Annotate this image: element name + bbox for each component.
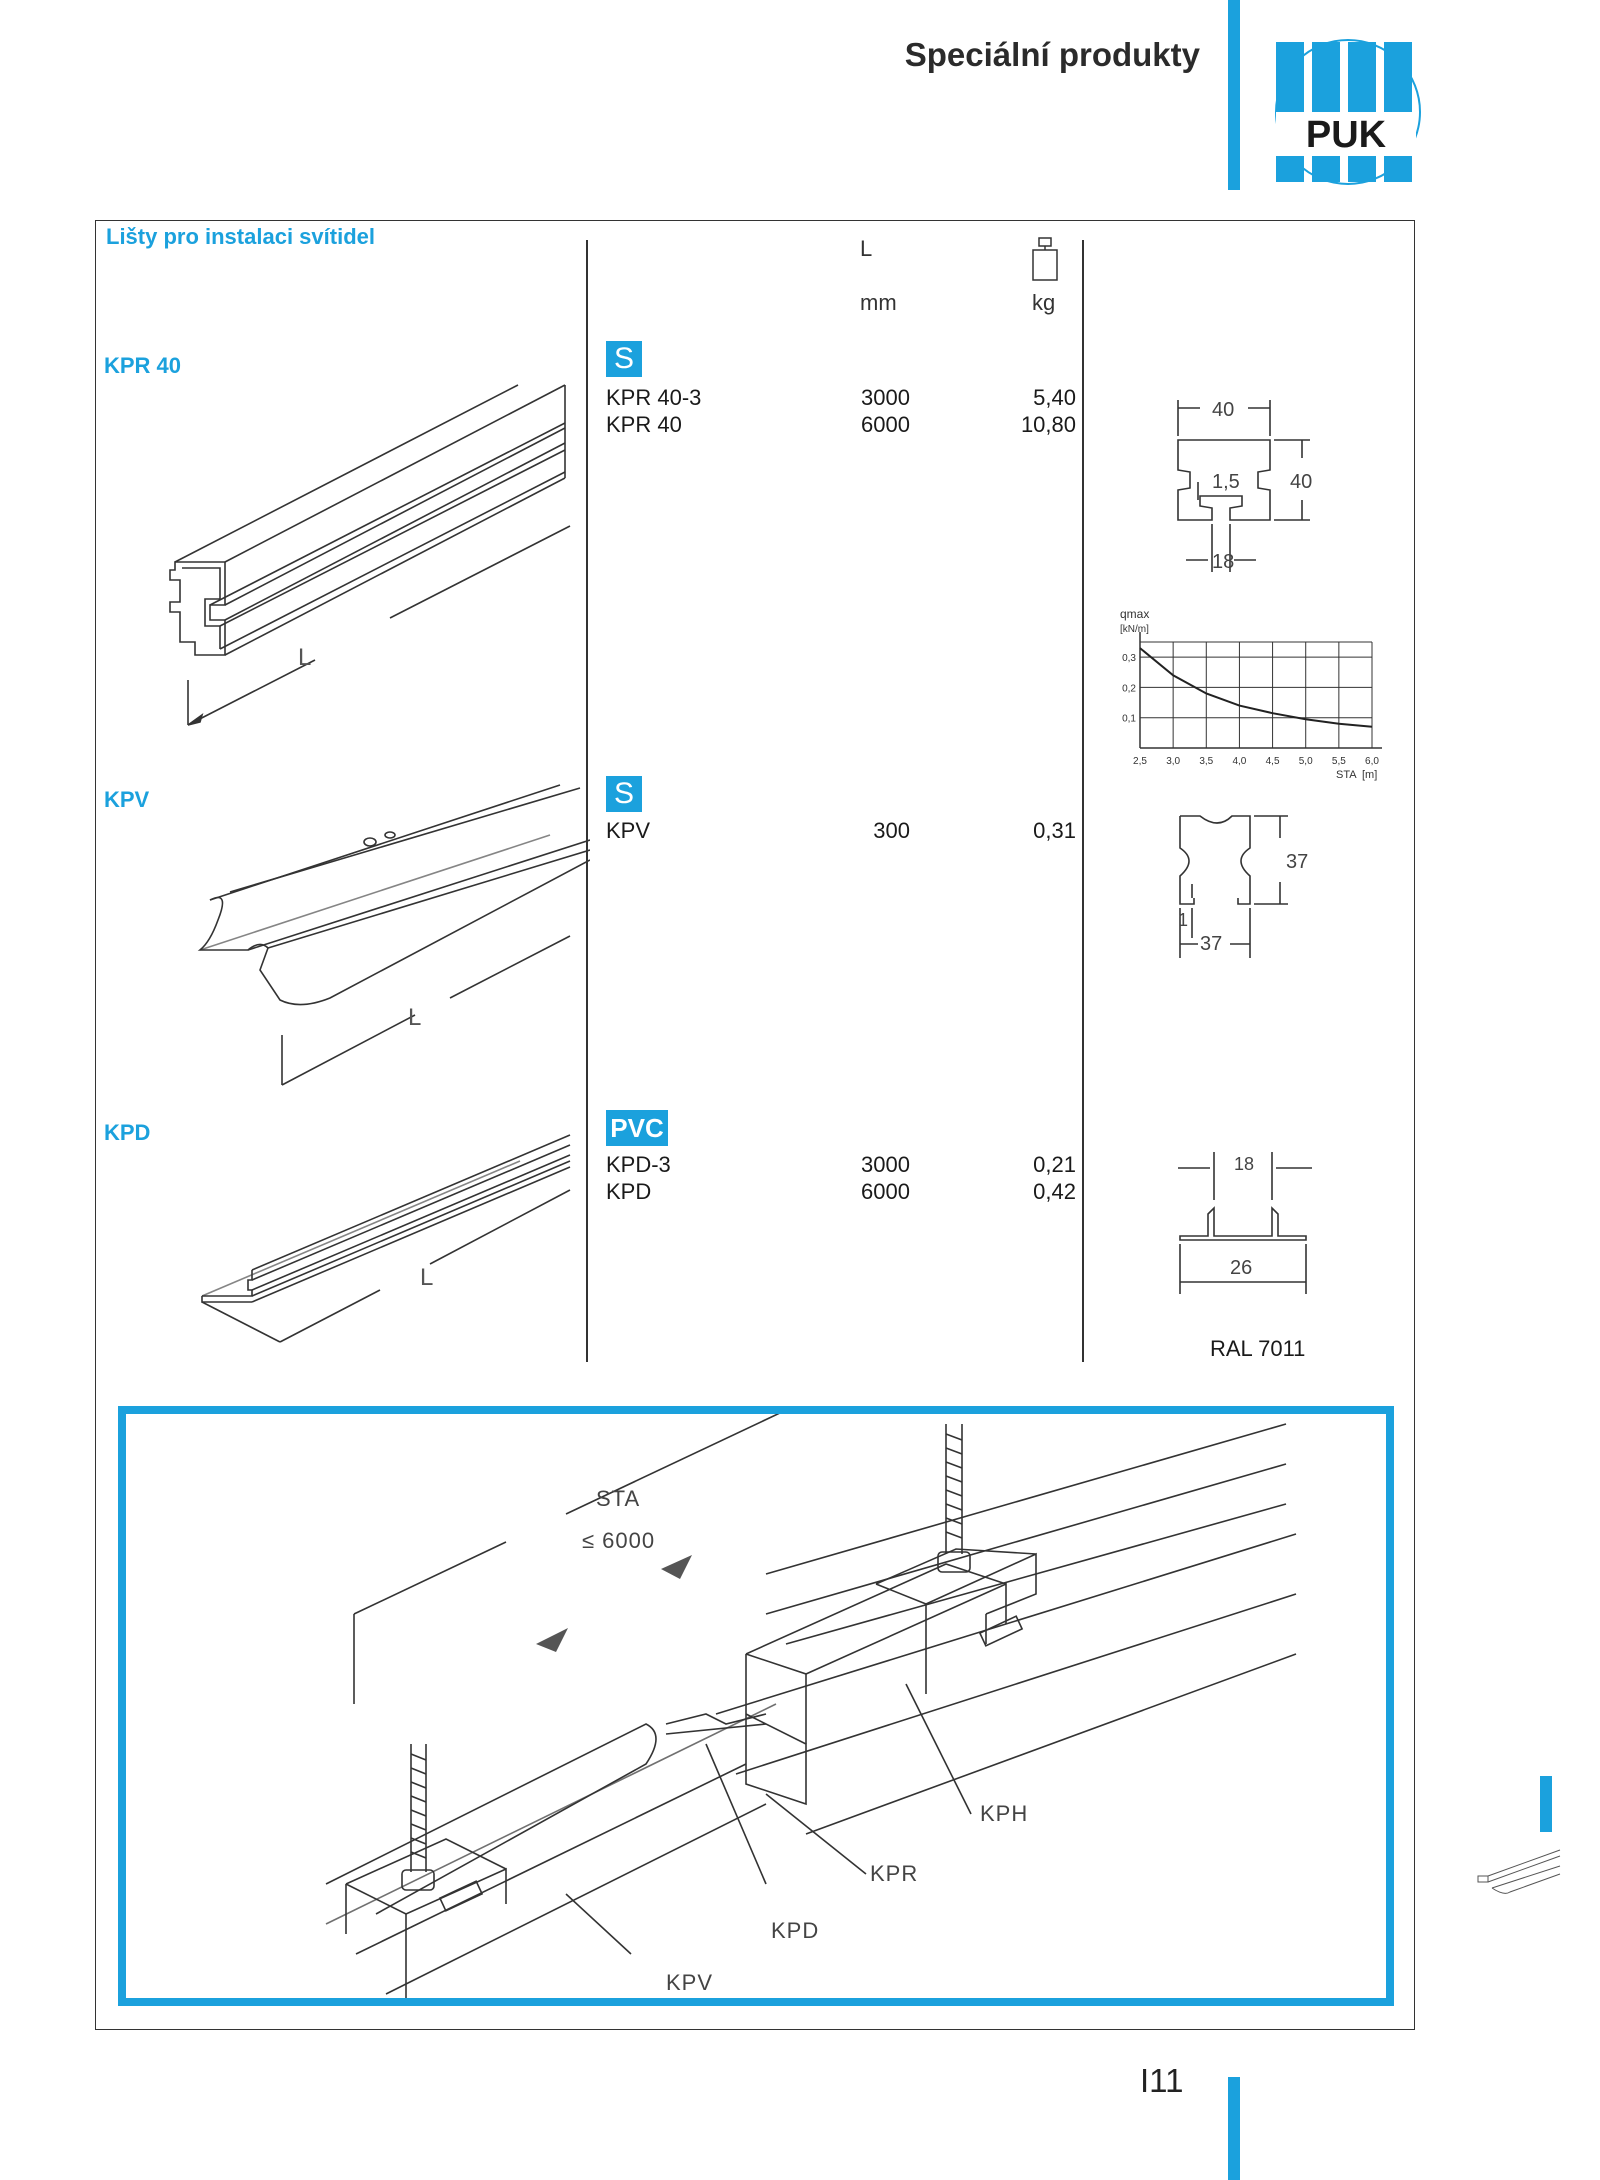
logo-text: PUK: [1306, 114, 1387, 156]
chart-ytick-label: 0,2: [1122, 683, 1136, 694]
length-label-l: L: [420, 1264, 433, 1291]
dim-slot: 18: [1234, 1154, 1254, 1174]
kpv-dimension-sketch: 37 37 1: [1170, 808, 1340, 983]
length-label-l: L: [408, 1004, 421, 1031]
row-weight: 0,31: [1033, 818, 1076, 843]
chart-ytick-label: 0,3: [1122, 653, 1136, 664]
assembly-drawing: STA ≤ 6000 KPH KPR KPD KPV: [126, 1343, 1386, 2003]
row-weight: 10,80: [1020, 412, 1076, 437]
chart-xtick-label: 4,0: [1232, 756, 1246, 767]
column-divider-left: [586, 240, 588, 1362]
row-weight: 0,42: [1033, 1179, 1076, 1204]
sta-value: ≤ 6000: [582, 1528, 655, 1553]
product-label-kpd: KPD: [104, 1120, 151, 1145]
sta-label: STA: [596, 1486, 640, 1511]
weight-icon: [1030, 236, 1060, 289]
load-chart: qmax [kN/m] 0,3 0,2 0,1 2,5 3,0 3,5 4,0 4,5 5,0…: [1100, 600, 1400, 805]
chart-ytick-label: 0,1: [1122, 714, 1136, 725]
row-name: KPR 40-3: [606, 385, 702, 410]
row-length: 3000: [861, 385, 910, 410]
chart-xtick-label: 3,5: [1199, 756, 1213, 767]
row-length: 6000: [861, 1179, 910, 1204]
col-length-unit: mm: [860, 290, 897, 315]
chart-xtick-label: 6,0: [1365, 756, 1379, 767]
length-label-l: L: [298, 644, 311, 671]
dim-height: 37: [1286, 851, 1308, 873]
row-name: KPD: [606, 1179, 652, 1204]
header-accent-bar: [1228, 0, 1240, 190]
kpd-profile-drawing: L: [190, 1130, 590, 1365]
kpv-profile-drawing: L: [170, 780, 591, 1105]
dim-height: 40: [1290, 471, 1312, 493]
row-name: KPD-3: [606, 1152, 671, 1177]
row-name: KPR 40: [606, 412, 682, 437]
chart-xtick-label: 4,5: [1266, 756, 1280, 767]
row-length: 6000: [861, 412, 910, 437]
chart-yunit: [kN/m]: [1120, 624, 1149, 635]
row-weight: 0,21: [1033, 1152, 1076, 1177]
chart-xtick-label: 3,0: [1166, 756, 1180, 767]
chart-xunit: [m]: [1362, 769, 1377, 781]
material-badge-s: S: [606, 776, 642, 812]
dim-width: 40: [1212, 399, 1234, 421]
chart-xlabel: STA: [1336, 769, 1357, 781]
ral-color-note: RAL 7011: [1210, 1336, 1306, 1361]
material-badge-pvc: PVC: [606, 1110, 668, 1146]
footer-accent-bar: [1228, 2077, 1240, 2180]
material-badge-s: S: [606, 341, 642, 377]
chart-xtick-label: 2,5: [1133, 756, 1147, 767]
dim-slot: 18: [1212, 551, 1234, 573]
assembly-diagram-frame: [118, 1406, 1394, 2006]
side-tab-thumbnail: [1474, 1846, 1564, 1911]
chart-xtick-label: 5,0: [1299, 756, 1313, 767]
dim-width: 26: [1230, 1257, 1252, 1279]
row-weight: 5,40: [1033, 385, 1076, 410]
row-length: 300: [873, 818, 910, 843]
side-tab-marker: [1540, 1776, 1552, 1832]
page-number: I11: [1140, 2062, 1184, 2099]
row-length: 3000: [861, 1152, 910, 1177]
row-name: KPV: [606, 818, 651, 843]
chart-xtick-label: 5,5: [1332, 756, 1346, 767]
col-weight-unit: kg: [1032, 290, 1056, 315]
label-kpd: KPD: [771, 1918, 819, 1943]
page-title: Speciální produkty: [904, 36, 1200, 73]
label-kpr: KPR: [870, 1861, 918, 1886]
kpd-dimension-sketch: 18 26: [1168, 1140, 1338, 1305]
dim-width: 37: [1200, 933, 1222, 955]
section-title: Lišty pro instalaci svítidel: [106, 224, 375, 249]
product-label-kpv: KPV: [104, 787, 150, 812]
puk-logo: PUK: [1272, 32, 1424, 192]
chart-ylabel: qmax: [1120, 607, 1149, 621]
label-kph: KPH: [980, 1801, 1028, 1826]
col-length-label: L: [860, 236, 873, 261]
dim-thickness: 1,5: [1212, 471, 1240, 493]
column-divider-right: [1082, 240, 1084, 1362]
kpr40-profile-drawing: L: [150, 380, 580, 765]
dim-thickness: 1: [1178, 910, 1188, 930]
label-kpv: KPV: [666, 1970, 713, 1995]
chart-series-line: [1139, 647, 1373, 728]
product-label-kpr40: KPR 40: [104, 353, 182, 378]
kpr40-dimension-sketch: 40 40 1,5 18: [1160, 390, 1340, 595]
product-table-frame: [95, 220, 1415, 2030]
